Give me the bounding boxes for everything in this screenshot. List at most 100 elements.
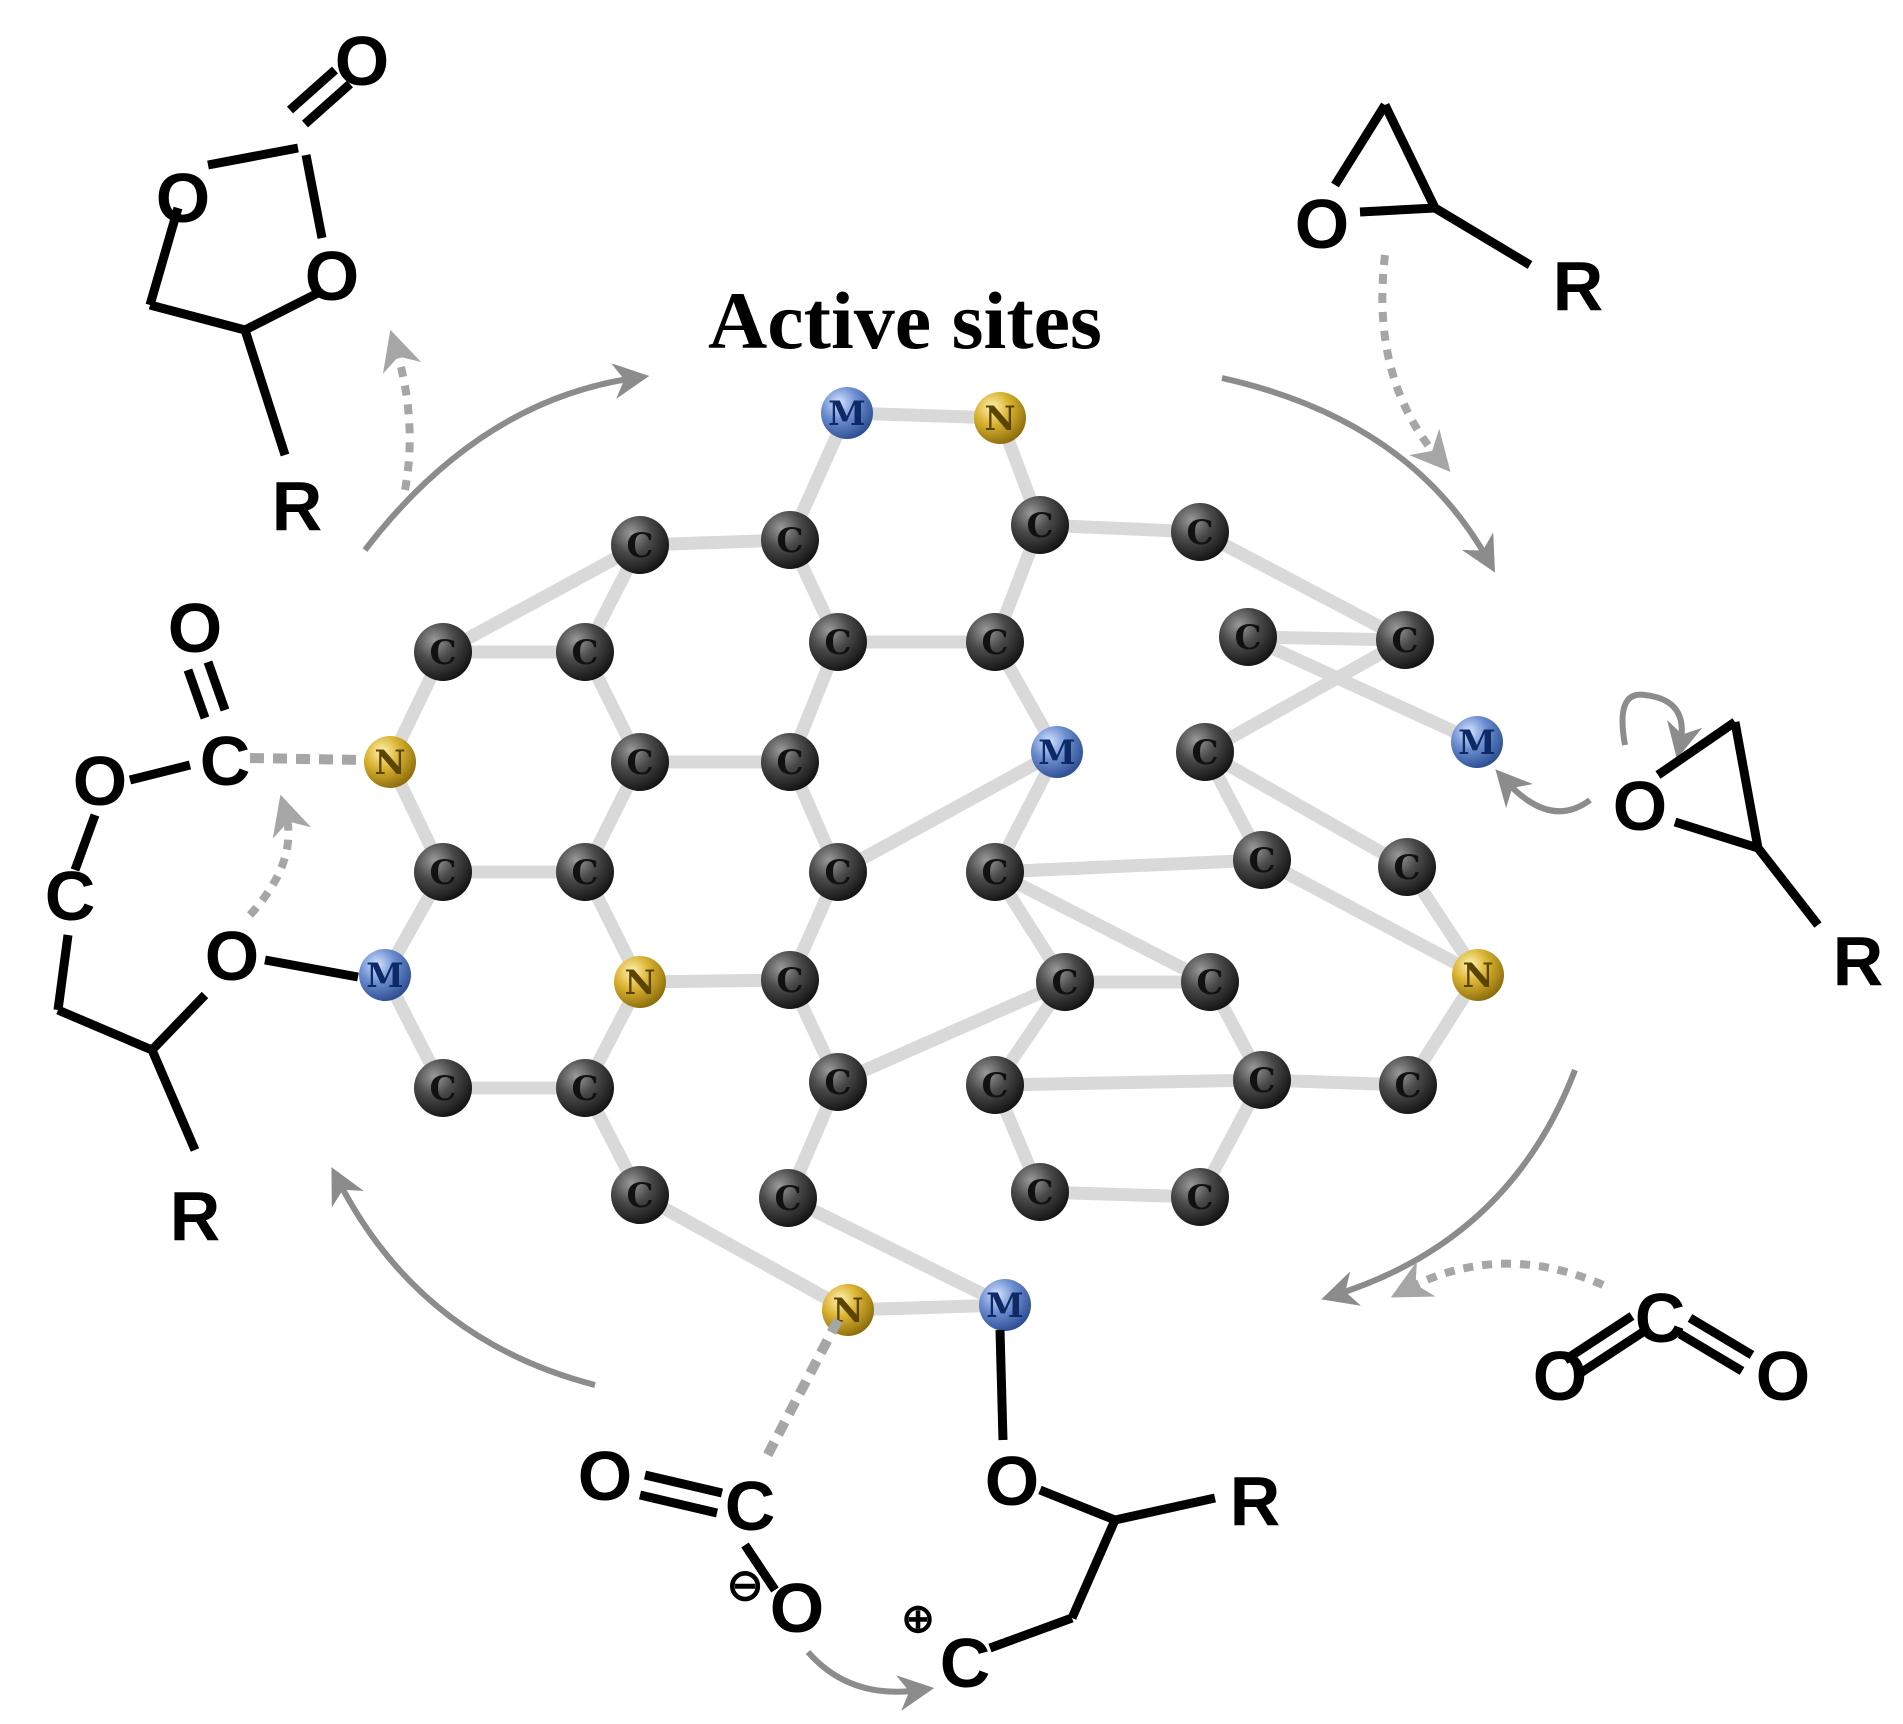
metal-atom: M xyxy=(1031,726,1083,778)
carbon-atom-label: C xyxy=(776,961,803,1001)
r-group-label: R xyxy=(1833,922,1884,1000)
carbon-atom-sphere xyxy=(1036,953,1094,1011)
co2-carbon-label: C xyxy=(1635,1279,1686,1357)
carbon-atom-sphere xyxy=(556,1059,614,1117)
nitrogen-atom-label: N xyxy=(624,963,655,1003)
alkoxide-attack-arrow xyxy=(247,794,312,918)
carbon-atom-sphere xyxy=(611,1166,669,1224)
carbon-atom-sphere xyxy=(414,623,472,681)
carbon-atom: C xyxy=(761,511,819,569)
carbon-atom-label: C xyxy=(1234,618,1261,658)
carbon-atom-label: C xyxy=(626,526,653,566)
lattice-bond xyxy=(835,976,1068,1088)
cycle-arrow-bottom-left xyxy=(331,1167,596,1388)
carbon-atom-label: C xyxy=(429,633,456,673)
carbon-atom-sphere xyxy=(761,511,819,569)
metal-atom-label: M xyxy=(366,956,404,996)
carbon-atom-label: C xyxy=(626,743,653,783)
cycle-arrow-bottom-right xyxy=(1321,1068,1578,1306)
nitrogen-atom: N xyxy=(614,956,666,1008)
carbon-atom-label: C xyxy=(1196,963,1223,1003)
ring-opening-curl-arrow xyxy=(1619,691,1703,760)
carbon-atom-label: C xyxy=(981,623,1008,663)
nitrogen-atom-sphere xyxy=(364,736,416,788)
metal-atom-sphere xyxy=(821,387,873,439)
lattice-bonds xyxy=(379,406,1484,1317)
lattice-bond xyxy=(834,746,1061,878)
carbon-atom: C xyxy=(414,623,472,681)
carbon-atom: C xyxy=(1219,608,1277,666)
negative-charge-icon: ⊖ xyxy=(727,1561,764,1610)
carbon-atom-sphere xyxy=(1171,1168,1229,1226)
carbon-atom-label: C xyxy=(571,853,598,893)
carbon-atom: C xyxy=(809,613,867,671)
carbon-atom: C xyxy=(611,516,669,574)
carbon-atom-sphere xyxy=(556,843,614,901)
alkoxide-oxygen-label: O xyxy=(205,917,259,995)
carbon-atom: C xyxy=(1171,1168,1229,1226)
ring-oxygen-label: O xyxy=(305,237,359,315)
lattice-bond xyxy=(994,1073,1263,1092)
carbon-atom-label: C xyxy=(1248,841,1275,881)
carbonyl-oxygen-label: O xyxy=(578,1437,632,1515)
carbon-atom: C xyxy=(556,1059,614,1117)
carbon-atom-sphere xyxy=(414,843,472,901)
carbon-atom-label: C xyxy=(981,853,1008,893)
nitrogen-atom-sphere xyxy=(1452,949,1504,1001)
carbon-atom-label: C xyxy=(981,1066,1008,1106)
carbonate-carbon-label: C xyxy=(725,1467,776,1545)
metal-atom: M xyxy=(821,387,873,439)
carbon-atom-sphere xyxy=(809,613,867,671)
coordinated-epoxide: O R xyxy=(1613,718,1884,1000)
carbon-atom-sphere xyxy=(966,1056,1024,1114)
lattice-bond xyxy=(847,1298,1006,1317)
carbon-atom-label: C xyxy=(1394,1066,1421,1106)
carbon-atom-label: C xyxy=(1393,848,1420,888)
carbon-atom-sphere xyxy=(611,516,669,574)
carbon-atom: C xyxy=(611,1166,669,1224)
carbon-atom: C xyxy=(611,733,669,791)
carbon-atom: C xyxy=(1379,1056,1437,1114)
metal-atom: M xyxy=(979,1279,1031,1331)
carbon-atom-label: C xyxy=(1191,733,1218,773)
carbon-atom: C xyxy=(1176,723,1234,781)
carbon-atom-sphere xyxy=(966,613,1024,671)
carbon-atom-label: C xyxy=(1391,621,1418,661)
metal-atom: M xyxy=(1451,716,1503,768)
carbon-atom: C xyxy=(809,1053,867,1111)
carbon-atom: C xyxy=(414,1059,472,1117)
lattice-bond xyxy=(992,866,1213,988)
methylene-carbon-label: C xyxy=(45,857,96,935)
carbon-atom-label: C xyxy=(1051,963,1078,1003)
cycle-arrows xyxy=(331,363,1703,1711)
ring-oxygen-label: O xyxy=(156,159,210,237)
carbon-atom: C xyxy=(1011,1163,1069,1221)
r-group-label: R xyxy=(272,467,323,545)
carbon-atom-sphere xyxy=(966,843,1024,901)
nitrogen-atom: N xyxy=(1452,949,1504,1001)
r-group-label: R xyxy=(1553,247,1604,325)
nitrogen-atom-label: N xyxy=(984,399,1015,439)
co2-oxygen-label: O xyxy=(1533,1337,1587,1415)
nitrogen-atom-sphere xyxy=(974,392,1026,444)
carbon-atom-label: C xyxy=(824,1063,851,1103)
carbonate-carbon-label: C xyxy=(200,722,251,800)
positive-charge-icon: ⊕ xyxy=(901,1597,935,1641)
carbon-atom-label: C xyxy=(776,743,803,783)
dashed-arrows xyxy=(247,254,1605,1298)
carbon-atom-label: C xyxy=(571,633,598,673)
carbocation-carbon-label: C xyxy=(940,1624,991,1702)
carbon-atom: C xyxy=(759,1169,817,1227)
lattice-bond xyxy=(1196,526,1409,646)
carbon-atom-sphere xyxy=(1181,953,1239,1011)
lattice-bond xyxy=(1245,631,1480,748)
carbon-atom-label: C xyxy=(1026,506,1053,546)
carbon-atom-sphere xyxy=(1011,1163,1069,1221)
carbon-atom-label: C xyxy=(626,1176,653,1216)
carbon-atom-sphere xyxy=(1011,496,1069,554)
bottom-intermediate: O C O ⊖ O R C ⊕ xyxy=(578,1317,1280,1702)
carbon-atom-sphere xyxy=(1378,838,1436,896)
carbon-atom-sphere xyxy=(1233,831,1291,889)
carbon-atom: C xyxy=(1233,1051,1291,1109)
